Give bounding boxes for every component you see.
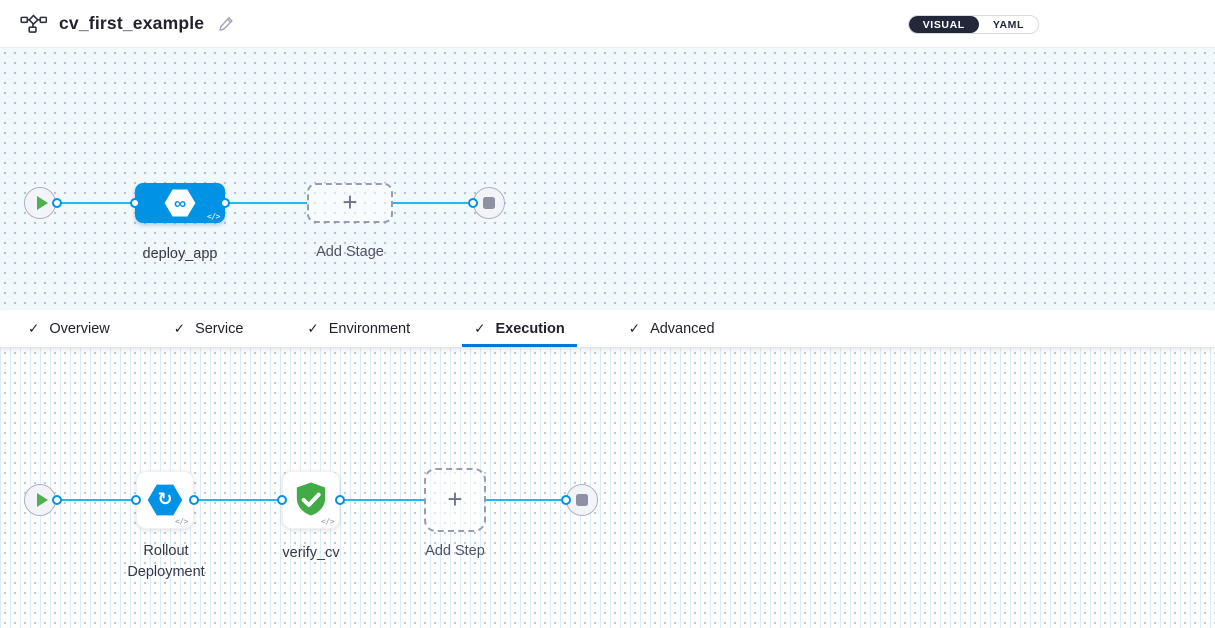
connector-port[interactable] [220, 198, 230, 208]
check-icon: ✓ [628, 320, 641, 336]
check-icon: ✓ [474, 320, 486, 336]
pipeline-start-node [24, 187, 56, 219]
check-icon: ✓ [173, 320, 186, 336]
plus-icon: + [447, 483, 463, 514]
play-icon [36, 493, 48, 507]
step-node-verify-cv[interactable]: </> [282, 471, 340, 529]
code-icon: </> [175, 517, 188, 526]
execution-step-canvas[interactable]: ↻ </> Rollout Deployment </> verify_cv +… [0, 348, 1215, 628]
tab-label: Service [195, 320, 244, 337]
stop-icon [483, 197, 495, 209]
tab-label: Execution [495, 320, 565, 337]
stage-config-tabbar: ✓ Overview ✓ Service ✓ Environment ✓ Exe… [0, 310, 1215, 348]
tab-environment[interactable]: ✓ Environment [295, 310, 422, 347]
connector-port[interactable] [277, 495, 287, 505]
rollout-hexagon-icon: ↻ [147, 484, 183, 516]
shield-check-icon [296, 482, 326, 516]
visual-yaml-toggle: VISUAL YAML [907, 15, 1039, 34]
pipeline-flowchart-icon [20, 13, 47, 34]
play-icon [36, 196, 48, 210]
code-icon: </> [207, 212, 220, 221]
plus-icon: + [342, 186, 358, 217]
tab-label: Environment [328, 320, 411, 337]
rollout-arrow-glyph: ↻ [157, 489, 173, 510]
add-step-button[interactable]: + [424, 468, 486, 532]
code-icon: </> [321, 517, 334, 526]
stop-icon [576, 494, 588, 506]
add-step-label: Add Step [425, 543, 485, 559]
edge-addstep-to-end [486, 499, 561, 501]
stage-node-deploy-app[interactable]: ∞ </> [135, 183, 225, 223]
edge-start-to-rollout [57, 499, 136, 501]
tab-execution[interactable]: ✓ Execution [462, 310, 577, 347]
tab-label: Overview [49, 320, 110, 337]
edge-stage-to-addstage [225, 202, 307, 204]
tab-overview[interactable]: ✓ Overview [16, 310, 122, 347]
tab-service[interactable]: ✓ Service [162, 310, 256, 347]
connector-port[interactable] [189, 495, 199, 505]
infinity-glyph: ∞ [173, 193, 187, 213]
toggle-visual-button[interactable]: VISUAL [908, 16, 979, 33]
step-node-rollout-deployment[interactable]: ↻ </> [136, 471, 194, 529]
stage-pipeline-canvas[interactable]: ∞ </> deploy_app + Add Stage [0, 48, 1215, 310]
edit-pencil-icon[interactable] [218, 15, 235, 32]
add-stage-label: Add Stage [316, 244, 384, 260]
execution-end-node [566, 484, 598, 516]
edge-verify-to-addstep [340, 499, 424, 501]
step-label: Rollout Deployment [127, 543, 205, 580]
add-stage-button[interactable]: + [307, 183, 393, 223]
connector-port[interactable] [52, 198, 62, 208]
step-label: verify_cv [282, 545, 340, 561]
edge-rollout-to-verify [194, 499, 282, 501]
connector-port[interactable] [561, 495, 571, 505]
stage-label: deploy_app [142, 246, 218, 262]
connector-port[interactable] [131, 495, 141, 505]
tab-label: Advanced [650, 320, 715, 337]
edge-addstage-to-end [393, 202, 468, 204]
connector-port[interactable] [130, 198, 140, 208]
connector-port[interactable] [52, 495, 62, 505]
pipeline-title: cv_first_example [59, 13, 205, 33]
toggle-yaml-button[interactable]: YAML [992, 18, 1024, 31]
edge-start-to-stage [57, 202, 135, 204]
connector-port[interactable] [335, 495, 345, 505]
check-icon: ✓ [307, 320, 319, 336]
check-icon: ✓ [28, 320, 40, 336]
cd-hexagon-icon: ∞ [164, 189, 196, 217]
pipeline-header: cv_first_example VISUAL YAML [0, 0, 1215, 48]
tab-advanced[interactable]: ✓ Advanced [617, 310, 727, 347]
connector-port[interactable] [468, 198, 478, 208]
